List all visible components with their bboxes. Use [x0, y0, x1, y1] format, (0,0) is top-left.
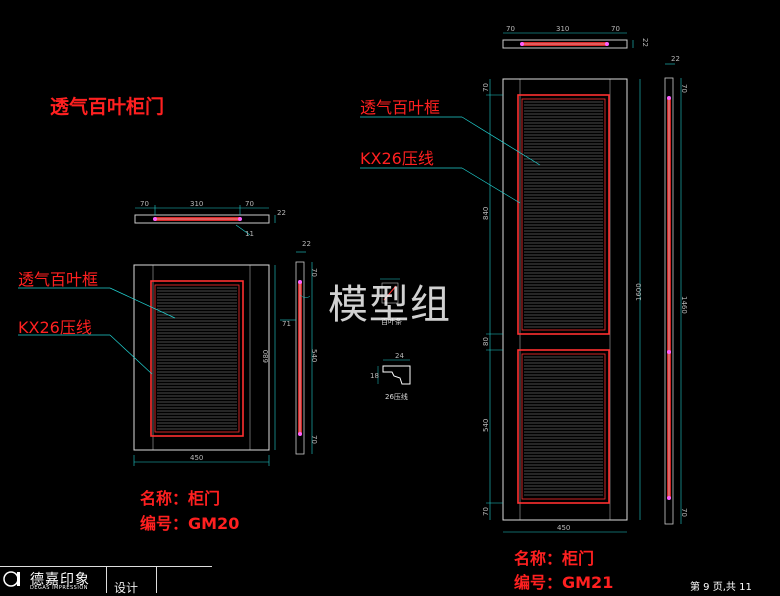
trim-height-dim: 18	[370, 372, 379, 380]
trim-width-dim: 24	[395, 352, 404, 360]
page-indicator: 第 9 页,共 11	[690, 582, 752, 593]
right-side-top: 70	[680, 84, 688, 93]
right-dim-width: 450	[557, 524, 570, 532]
right-door-elevation	[486, 78, 641, 533]
left-side-bottom: 70	[310, 435, 318, 444]
right-dim-left-bottom: 70	[482, 507, 490, 516]
left-dim-top-left: 70	[140, 200, 149, 208]
left-top-section	[134, 205, 276, 236]
left-side-thick: 22	[302, 240, 311, 248]
logo-box: 德嘉印象 DEGAS IMPRESSION	[0, 567, 107, 593]
right-dim-left-top: 70	[482, 83, 490, 92]
right-dim-left-lower: 540	[482, 419, 490, 432]
left-callout-panel: 透气百叶框	[18, 270, 99, 289]
watermark-text: 模型组	[328, 282, 451, 328]
trim-profile-detail	[377, 359, 411, 385]
left-drawing-title: 透气百叶柜门	[50, 96, 165, 118]
louver-detail-caption: 百叶条	[381, 318, 402, 326]
right-dim-top-mid: 310	[556, 25, 569, 33]
left-dim-top-small: 11	[245, 230, 254, 238]
left-dim-top-mid: 310	[190, 200, 203, 208]
right-name-label: 名称：柜门	[514, 549, 595, 568]
right-side-section	[664, 63, 682, 525]
right-side-bottom: 70	[680, 508, 688, 517]
right-dim-top-left: 70	[506, 25, 515, 33]
left-name-label: 名称：柜门	[140, 489, 221, 508]
right-callout-trim: KX26压线	[360, 149, 434, 168]
left-side-note: 71	[282, 320, 291, 328]
left-side-mid: 540	[310, 349, 318, 362]
left-callout-trim: KX26压线	[18, 318, 92, 337]
right-dim-left-mid: 80	[482, 337, 490, 346]
left-code-label: 编号：GM20	[140, 514, 240, 533]
left-dim-top-thick: 22	[277, 209, 286, 217]
right-code-label: 编号：GM21	[514, 573, 614, 592]
logo-english-name: DEGAS IMPRESSION	[30, 585, 89, 591]
left-dim-top-right: 70	[245, 200, 254, 208]
left-side-top: 70	[310, 268, 318, 277]
right-dim-left-upper: 840	[482, 207, 490, 220]
right-callout-panel: 透气百叶框	[360, 98, 441, 117]
left-door-elevation	[133, 264, 276, 466]
louver-slat-detail	[380, 278, 400, 304]
right-dim-top-right: 70	[611, 25, 620, 33]
design-cell: 设计	[106, 567, 157, 595]
right-top-section	[502, 32, 634, 49]
left-louver-slats	[157, 287, 237, 430]
right-dim-top-thick: 22	[641, 38, 649, 47]
right-dim-total-height: 1600	[635, 283, 643, 301]
design-label: 设计	[114, 581, 139, 595]
logo-chinese-name: 德嘉印象	[30, 572, 90, 588]
left-dim-width: 450	[190, 454, 203, 462]
right-louver-slats	[524, 101, 603, 496]
right-side-mid: 1460	[680, 296, 688, 314]
left-side-section	[280, 251, 313, 455]
title-block: 德嘉印象 DEGAS IMPRESSION 设计	[0, 566, 212, 595]
trim-detail-caption: 26压线	[385, 393, 408, 401]
left-dim-height: 680	[262, 350, 270, 363]
right-side-thick: 22	[671, 55, 680, 63]
degas-logo-mark	[3, 571, 20, 587]
